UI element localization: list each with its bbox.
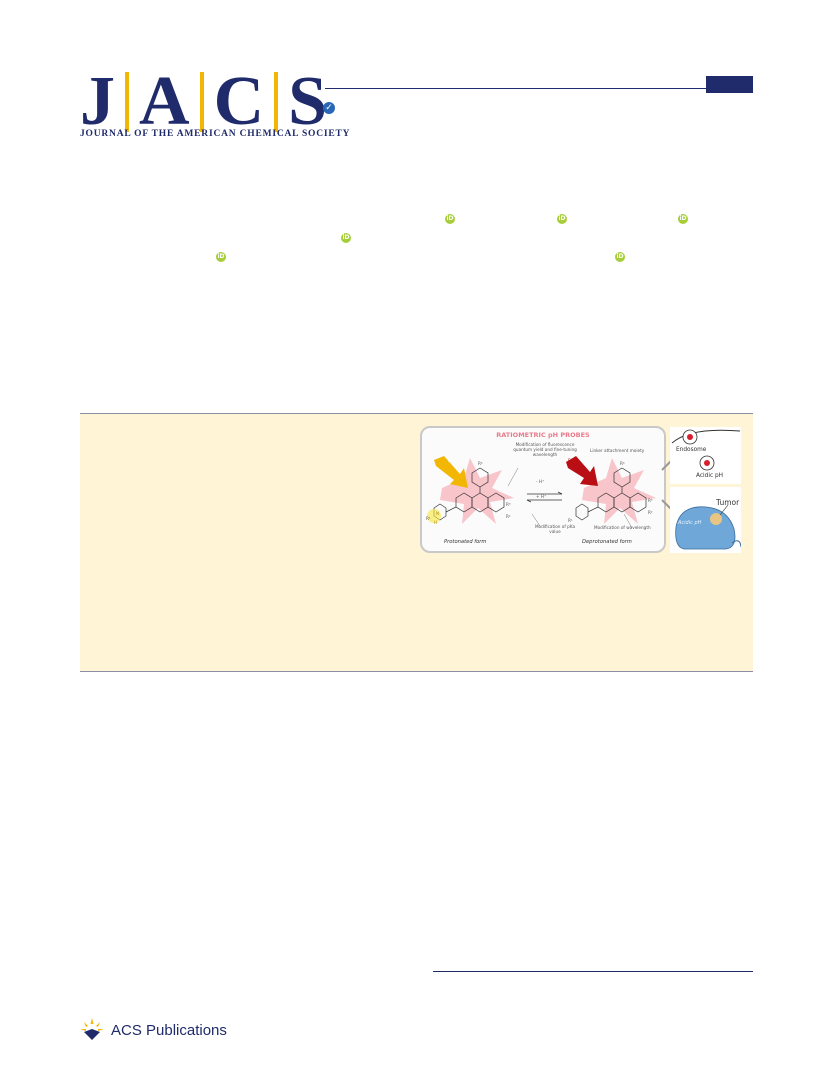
tumor-panel: Tumor Acidic pH xyxy=(670,487,741,553)
molecule-scheme xyxy=(427,456,656,529)
orcid-icon[interactable]: iD xyxy=(557,214,567,224)
journal-name: JOURNAL OF THE AMERICAN CHEMICAL SOCIETY xyxy=(80,129,351,139)
endosome-panel: Endosome Acidic pH xyxy=(670,427,741,484)
acs-publications-text: ACS Publications xyxy=(111,1021,227,1039)
deprotonated-label: Deprotonated form xyxy=(582,539,632,545)
label-r4-left: R⁴ xyxy=(478,461,483,466)
footer-rule xyxy=(433,971,753,972)
tumor-label: Tumor xyxy=(716,498,740,507)
annotation-wavelength: Modification of wavelength xyxy=(594,525,651,530)
label-r3: R³ xyxy=(506,502,511,507)
header-rule xyxy=(325,88,753,89)
annotation-minus-h: - H⁺ xyxy=(536,479,545,484)
label-ex2: Ex. 2 xyxy=(568,458,579,463)
endosome-label: Endosome xyxy=(676,447,707,453)
orcid-icon[interactable]: iD xyxy=(678,214,688,224)
label-r2b: R² xyxy=(648,510,653,515)
endosome-illustration xyxy=(671,429,741,471)
mouse-illustration xyxy=(675,504,741,550)
annotation-linker: Linker attachment moiety xyxy=(590,448,645,453)
logo-letter-c: C xyxy=(213,63,265,140)
abstract-top-rule xyxy=(80,413,753,414)
annotation-fluorescence: Modification of fluorescence quantum yie… xyxy=(513,442,577,457)
journal-logo: J A C S xyxy=(80,66,327,141)
label-r3b: R³ xyxy=(648,498,653,503)
label-r1: R¹ xyxy=(426,516,431,521)
label-ex1: Ex. 1 xyxy=(448,458,459,463)
logo-letter-s: S xyxy=(288,63,328,140)
annotation-pka: Modification of pKa value xyxy=(534,524,576,534)
header-tab xyxy=(706,76,753,93)
orcid-icon[interactable]: iD xyxy=(445,214,455,224)
orcid-icon[interactable]: iD xyxy=(216,252,226,262)
label-r1b: R¹ xyxy=(568,518,573,523)
toc-graphic: RATIOMETRIC pH PROBES xyxy=(420,426,666,553)
label-r4-right: R⁴ xyxy=(620,461,625,466)
protonated-label: Protonated form xyxy=(444,539,487,545)
logo-divider xyxy=(199,72,204,132)
orcid-icon[interactable]: iD xyxy=(341,233,351,243)
orcid-icon[interactable]: iD xyxy=(615,252,625,262)
logo-divider xyxy=(274,72,279,132)
logo-letter-a: A xyxy=(139,63,190,140)
logo-divider xyxy=(125,72,129,132)
acidic-ph-tumor-label: Acidic pH xyxy=(678,520,702,526)
label-r2: R² xyxy=(506,514,511,519)
acs-publications-logo[interactable]: ACS Publications xyxy=(78,1016,227,1044)
acs-emblem-icon xyxy=(80,1018,104,1040)
logo-letter-j: J xyxy=(80,63,115,140)
acidic-ph-label: Acidic pH xyxy=(696,473,724,479)
label-h: H xyxy=(434,520,438,525)
label-n: N xyxy=(436,511,440,516)
annotation-plus-h: + H⁺ xyxy=(536,494,547,499)
verified-check-icon: ✓ xyxy=(323,102,335,114)
abstract-bottom-rule xyxy=(80,671,753,672)
toc-title: RATIOMETRIC pH PROBES xyxy=(496,431,590,439)
